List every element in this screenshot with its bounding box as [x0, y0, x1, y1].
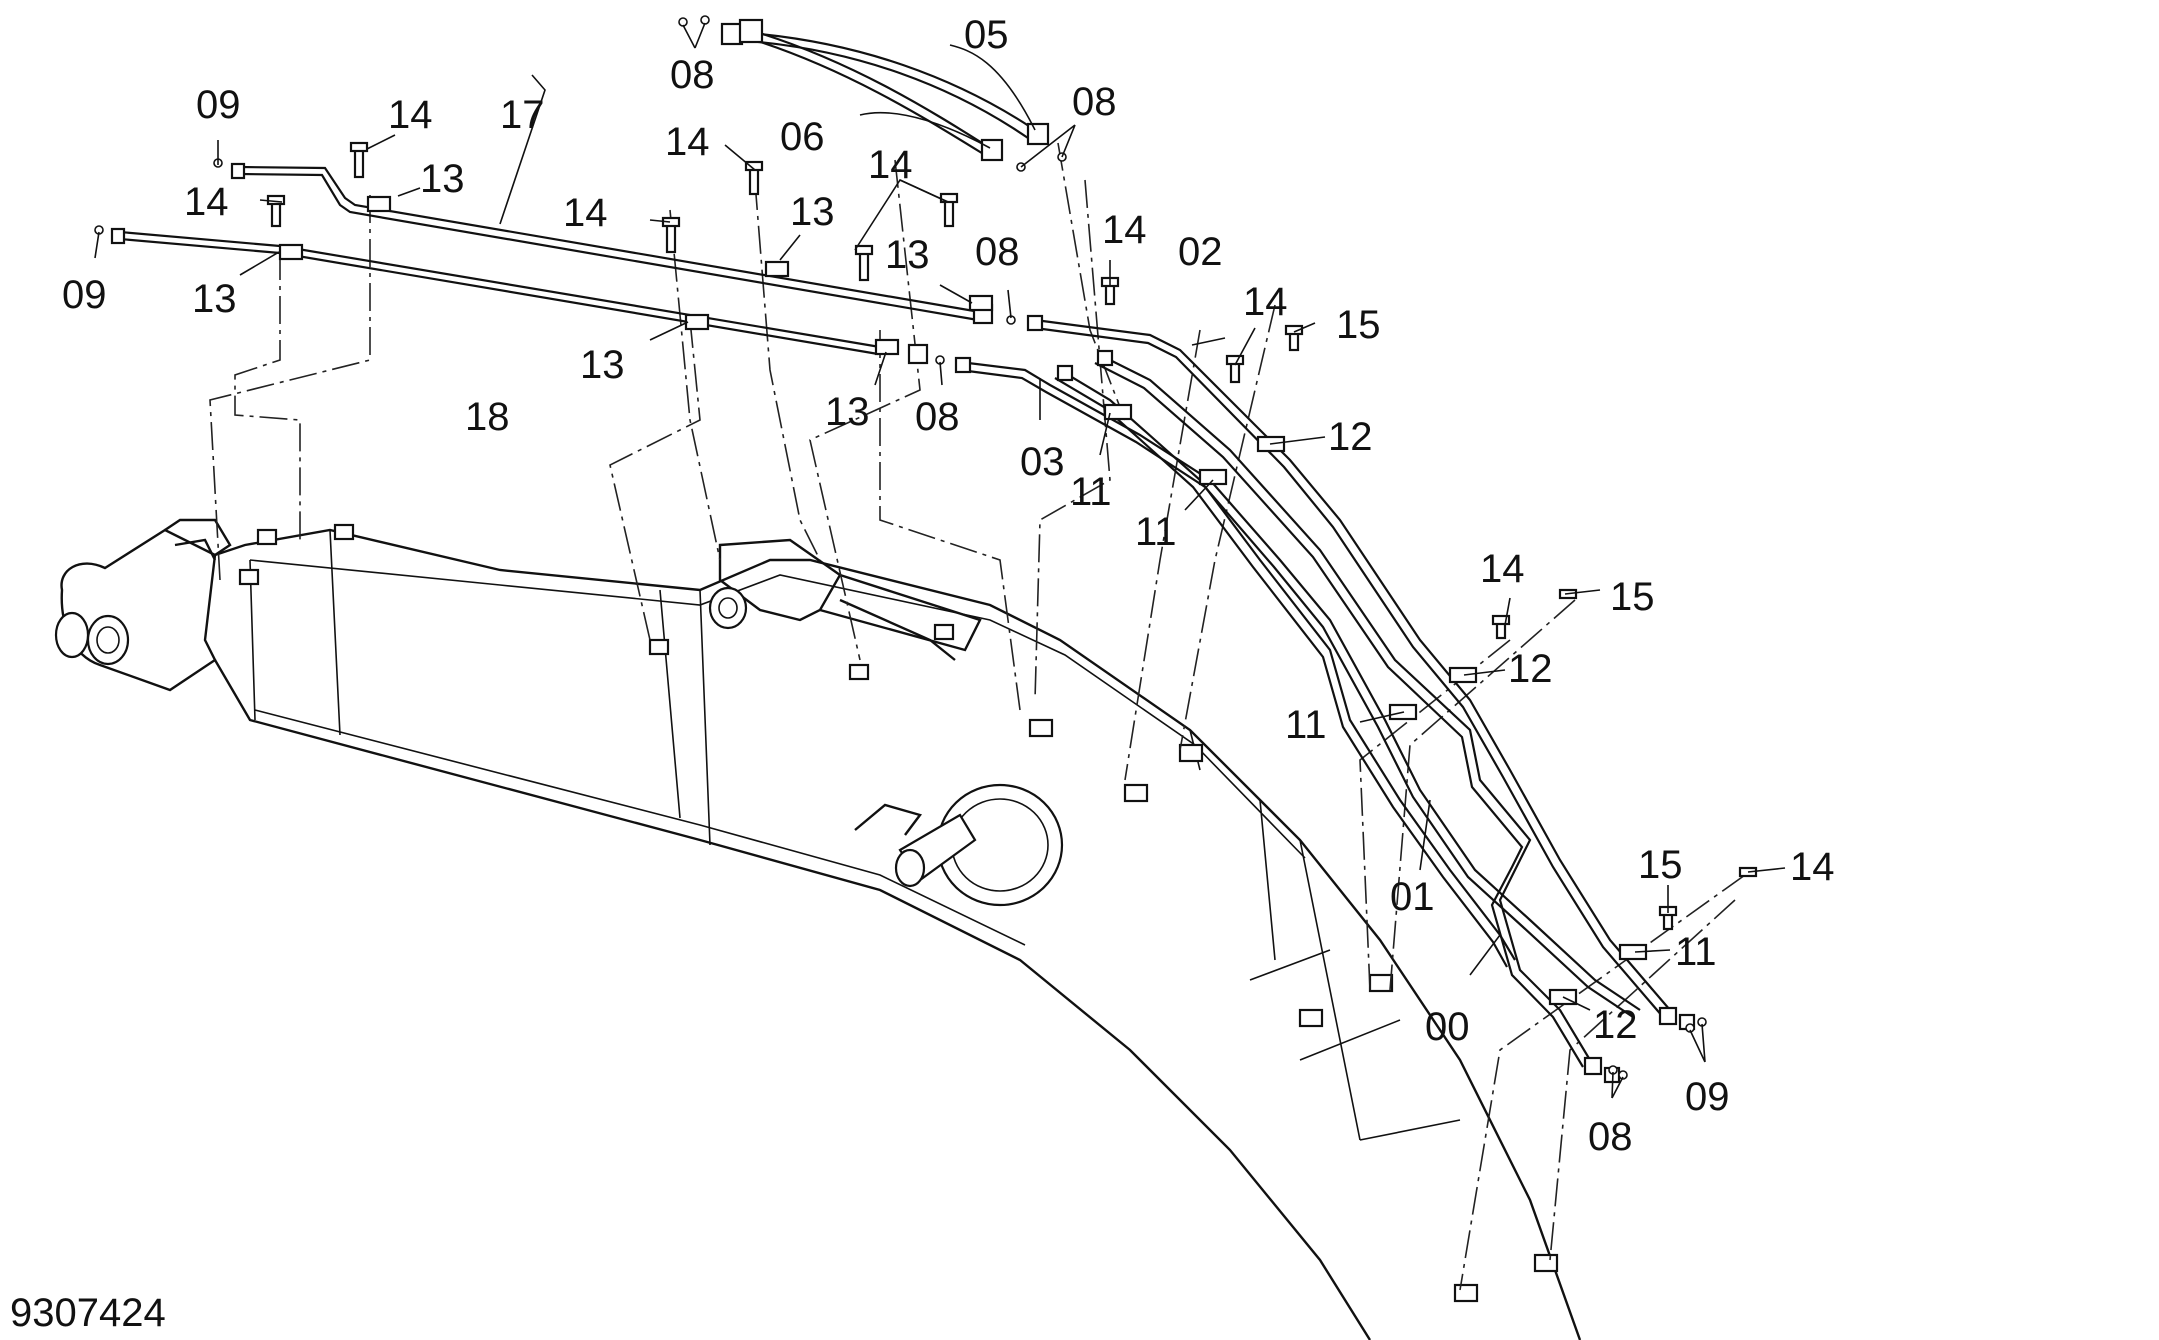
callout-15: 15: [1638, 843, 1683, 887]
drawing-number: 9307424: [10, 1291, 166, 1335]
pipe-03: [959, 360, 1641, 1018]
callout-14: 14: [184, 180, 229, 224]
callout-13: 13: [885, 233, 930, 277]
callout-08: 08: [975, 230, 1020, 274]
callout-00: 00: [1425, 1005, 1470, 1049]
pipe-17: [239, 165, 981, 322]
callout-14: 14: [1790, 845, 1835, 889]
callout-13: 13: [825, 390, 870, 434]
callout-18: 18: [465, 395, 510, 439]
callout-14: 14: [868, 143, 913, 187]
callout-01: 01: [1390, 875, 1435, 919]
callout-11: 11: [1285, 703, 1327, 747]
callout-11: 11: [1135, 510, 1177, 554]
callout-13: 13: [790, 190, 835, 234]
callout-08: 08: [1588, 1115, 1633, 1159]
boom-structure: [54, 518, 1582, 1340]
pipe-02: [1034, 318, 1671, 1018]
callout-03: 03: [1020, 440, 1065, 484]
assembly-guide-lines: [209, 142, 1746, 1291]
leader-lines: [94, 22, 1786, 1099]
callout-09: 09: [196, 83, 241, 127]
callout-12: 12: [1328, 415, 1373, 459]
pipe-01: [1054, 369, 1516, 968]
callout-09: 09: [1685, 1075, 1730, 1119]
callout-12: 12: [1508, 647, 1553, 691]
callout-13: 13: [420, 157, 465, 201]
callout-05: 05: [964, 13, 1009, 57]
callout-15: 15: [1610, 575, 1655, 619]
callout-14: 14: [388, 93, 433, 137]
callout-11: 11: [1675, 930, 1717, 974]
callout-09: 09: [62, 273, 107, 317]
callout-08: 08: [1072, 80, 1117, 124]
callout-17: 17: [500, 93, 545, 137]
callout-15: 15: [1336, 303, 1381, 347]
callout-14: 14: [665, 120, 710, 164]
callout-13: 13: [192, 277, 237, 321]
callout-12: 12: [1593, 1003, 1638, 1047]
callout-02: 02: [1178, 230, 1223, 274]
callout-labels: 05 08 06 08 09 14 17 13 14 09 13 14 14 1…: [62, 13, 1835, 1159]
callout-14: 14: [563, 191, 608, 235]
pipe-00: [1094, 354, 1591, 1068]
callout-14: 14: [1243, 280, 1288, 324]
callout-14: 14: [1102, 208, 1147, 252]
clamps: [278, 195, 1648, 1006]
callout-08: 08: [670, 53, 715, 97]
callout-13: 13: [580, 343, 625, 387]
hoses-05-06: [720, 18, 1050, 162]
callout-06: 06: [780, 115, 825, 159]
callout-11: 11: [1070, 470, 1112, 514]
callout-08: 08: [915, 395, 960, 439]
callout-14: 14: [1480, 547, 1525, 591]
pipe-fittings: [110, 162, 1696, 1084]
